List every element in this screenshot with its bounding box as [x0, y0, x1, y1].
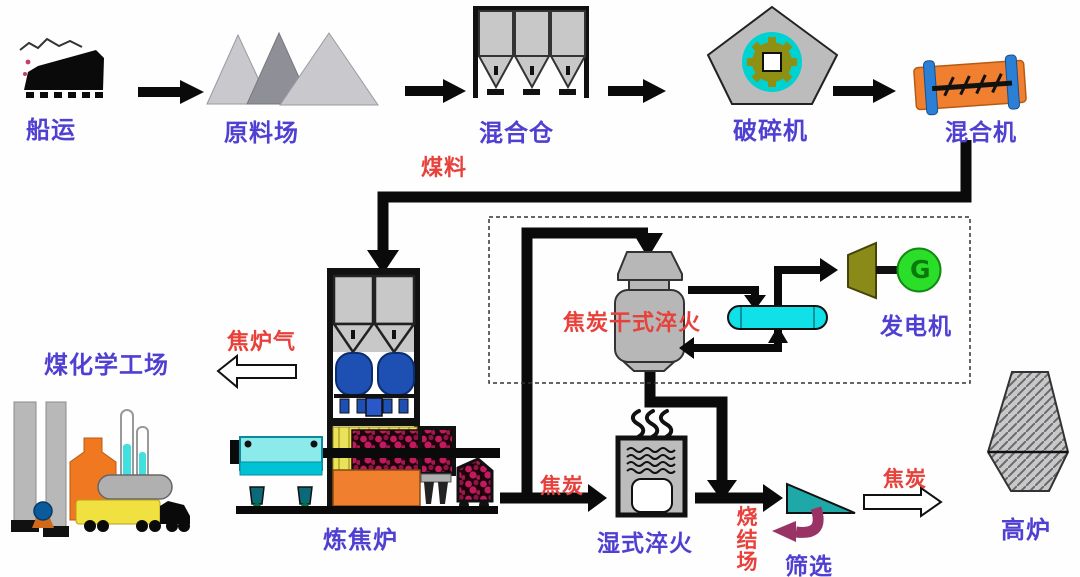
cdq-boundary-box: [488, 216, 971, 384]
flow-line-oven-to-cdq: [521, 227, 663, 502]
mixing-bin-label: 混合仓: [479, 119, 554, 147]
drum-mixer-icon: [913, 54, 1027, 116]
flow-arrow-yard-to-bin: [405, 79, 466, 103]
blast-furnace-icon: [986, 371, 1070, 492]
crusher-label: 破碎机: [733, 117, 808, 145]
flow-arrow-ship-to-yard: [138, 80, 204, 104]
coke-to-blast-furnace-arrow: [863, 486, 943, 518]
generator-symbol: G: [910, 255, 931, 284]
wet-quenching-label: 湿式淬火: [597, 531, 693, 557]
cdq-label: 焦炭干式淬火: [563, 311, 702, 336]
flow-line-steam-to-turbine: [774, 258, 838, 309]
generator-icon: [896, 247, 942, 293]
screening-label: 筛选: [785, 554, 833, 577]
stockpile-icon: [206, 31, 379, 106]
coke-oven-gas-label: 焦炉气: [227, 330, 297, 355]
sintering-plant-label: 烧结场: [736, 505, 758, 575]
flow-line-coke-to-wet-quench: [500, 484, 607, 512]
coal-chemical-plant-label: 煤化学工场: [44, 351, 169, 379]
flow-line-to-screen: [695, 484, 783, 512]
ship-icon: [19, 37, 104, 98]
hopper-bins-icon: [473, 6, 589, 98]
raw-material-yard-label: 原料场: [224, 119, 299, 147]
flow-line-mixer-to-oven: [367, 140, 972, 274]
flow-line-cdq-discharge: [644, 366, 737, 501]
turbine-icon: [847, 241, 898, 300]
generator-label: 发电机: [880, 314, 952, 340]
chemical-plant-icon: [11, 401, 190, 537]
cdq-chamber-icon: [614, 251, 685, 372]
shipping-label: 船运: [26, 116, 76, 144]
coal-feed-label: 煤料: [421, 156, 468, 181]
coke-oven-gas-arrow: [216, 353, 297, 390]
mixer-label: 混合机: [945, 120, 1017, 146]
coking-oven-icon: [230, 268, 500, 514]
flow-line-gas-to-boiler: [688, 286, 766, 310]
flow-arrow-bin-to-crusher: [608, 79, 666, 103]
waste-heat-boiler-icon: [727, 305, 828, 330]
flow-arrow-crusher-to-mixer: [833, 79, 896, 103]
wet-quench-tower-icon: [615, 409, 688, 518]
coking-oven-label: 炼焦炉: [323, 526, 398, 554]
coke-to-wet-quench-label: 焦炭: [540, 474, 584, 498]
blast-furnace-label: 高炉: [1001, 516, 1051, 544]
flow-line-gas-return: [679, 326, 788, 359]
recycle-arrow: [772, 506, 824, 542]
coke-to-blast-furnace-label: 焦炭: [883, 467, 927, 491]
crusher-gear-icon: [706, 5, 839, 105]
